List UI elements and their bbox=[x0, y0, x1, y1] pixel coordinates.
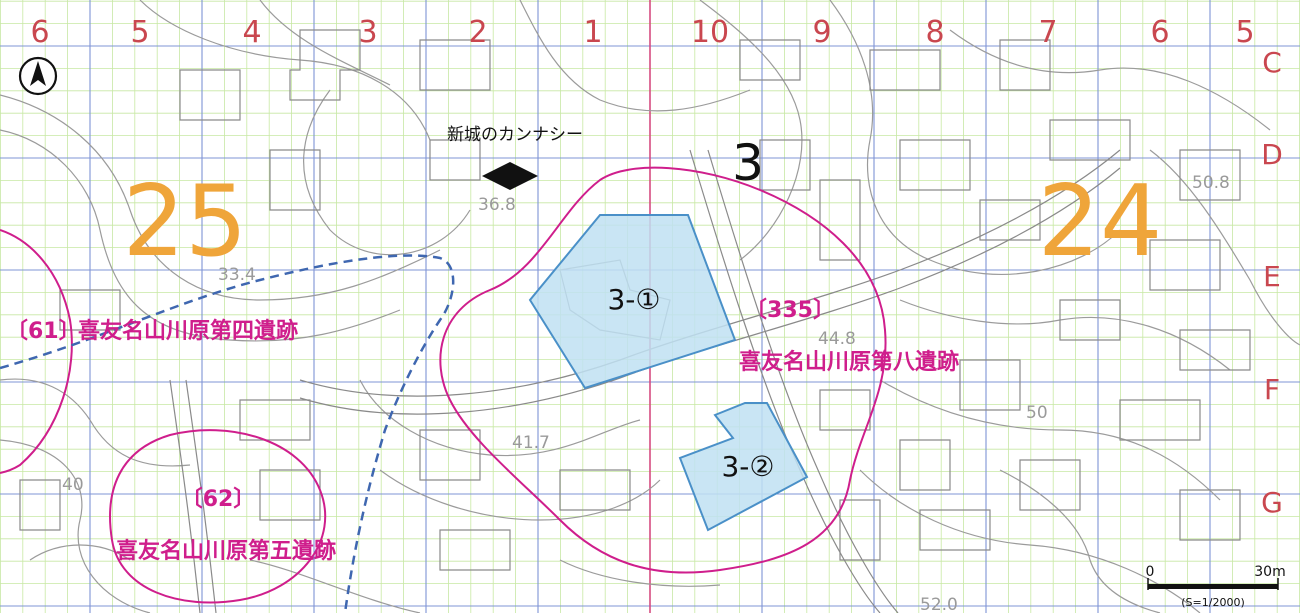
column-number: 10 bbox=[691, 15, 729, 50]
survey-area-label-3-2: 3-② bbox=[721, 450, 774, 483]
buildings bbox=[19, 29, 1251, 571]
column-number: 7 bbox=[1038, 15, 1057, 50]
scale-bar: 0 30m (S=1/2000) bbox=[1146, 564, 1286, 609]
elevation-label: 41.7 bbox=[512, 433, 550, 453]
site-335-boundary bbox=[439, 166, 887, 574]
row-letter: D bbox=[1261, 138, 1283, 171]
column-number: 4 bbox=[242, 15, 261, 50]
site-62-name: 喜友名山川原第五遺跡 bbox=[116, 538, 336, 564]
site-335-code: 〔335〕 bbox=[745, 298, 835, 323]
row-letter: F bbox=[1264, 373, 1280, 406]
survey-area-3-1 bbox=[528, 214, 737, 390]
elevation-label: 36.8 bbox=[478, 195, 516, 215]
column-number: 5 bbox=[130, 15, 149, 50]
column-number: 3 bbox=[358, 15, 377, 50]
site-61-name: 喜友名山川原第四遺跡 bbox=[78, 318, 298, 344]
elevation-label: 52.0 bbox=[920, 595, 958, 613]
survey-area-3-2 bbox=[678, 402, 809, 532]
site-62-code: 〔62〕 bbox=[181, 487, 256, 512]
elevation-labels: 36.8 33.4 41.7 40 50.8 50 44.8 52.0 bbox=[62, 173, 1230, 613]
north-arrow-icon bbox=[18, 56, 58, 96]
elevation-label: 50.8 bbox=[1192, 173, 1230, 193]
dashed-boundary-line bbox=[0, 254, 455, 613]
column-number: 5 bbox=[1235, 15, 1254, 50]
elevation-label: 44.8 bbox=[818, 329, 856, 349]
scale-start: 0 bbox=[1146, 564, 1155, 580]
landmark-label: 新城のカンナシー bbox=[447, 125, 583, 145]
site-61-code: 〔61〕 bbox=[6, 319, 81, 344]
column-number: 6 bbox=[30, 15, 49, 50]
row-letter: E bbox=[1263, 260, 1281, 293]
survey-area-label-3-1: 3-① bbox=[607, 283, 660, 316]
site-335-name: 喜友名山川原第八遺跡 bbox=[739, 349, 959, 375]
elevation-label: 50 bbox=[1026, 403, 1048, 423]
scale-end: 30m bbox=[1254, 564, 1285, 580]
site-boundaries bbox=[0, 166, 887, 604]
elevation-label: 33.4 bbox=[218, 265, 256, 285]
site-61-boundary bbox=[0, 229, 73, 474]
area-number: 3 bbox=[732, 134, 764, 192]
column-number: 6 bbox=[1150, 15, 1169, 50]
row-letters: C D E F G bbox=[1261, 46, 1283, 519]
diamond-icon bbox=[482, 162, 538, 190]
grid-number-left: 25 bbox=[123, 165, 248, 279]
grid-number-right: 24 bbox=[1038, 165, 1163, 279]
elevation-label: 40 bbox=[62, 475, 84, 495]
row-letter: C bbox=[1262, 46, 1282, 79]
row-letter: G bbox=[1261, 486, 1283, 519]
column-number: 2 bbox=[468, 15, 487, 50]
scale-ratio: (S=1/2000) bbox=[1181, 596, 1244, 609]
column-number: 9 bbox=[812, 15, 831, 50]
column-number: 8 bbox=[925, 15, 944, 50]
site-62-boundary bbox=[109, 429, 327, 604]
column-number: 1 bbox=[583, 15, 602, 50]
column-numbers: 6 5 4 3 2 1 10 9 8 7 6 5 bbox=[30, 15, 1254, 50]
